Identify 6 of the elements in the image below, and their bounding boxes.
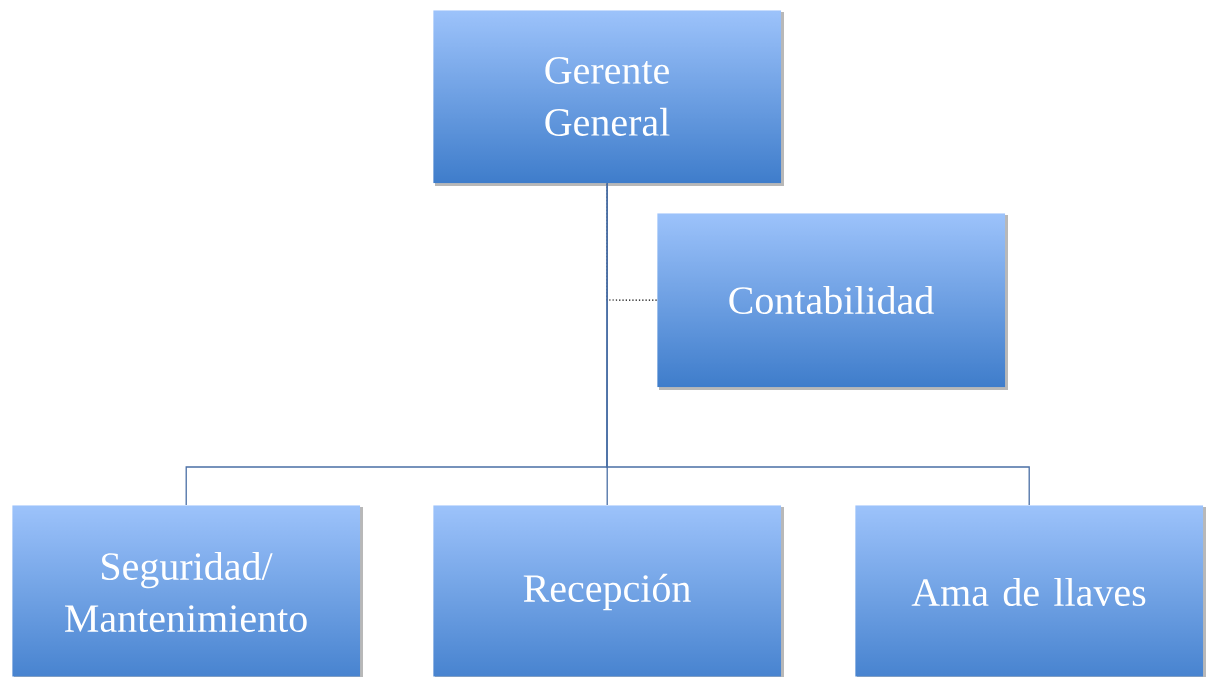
org-box: Seguridad/ Mantenimiento bbox=[12, 505, 363, 677]
org-box: Recepción bbox=[433, 505, 784, 677]
org-box: Gerente General bbox=[433, 10, 784, 186]
org-box: Ama de llaves bbox=[855, 505, 1206, 677]
connector-line bbox=[606, 182, 1030, 506]
org-box: Contabilidad bbox=[657, 213, 1008, 390]
